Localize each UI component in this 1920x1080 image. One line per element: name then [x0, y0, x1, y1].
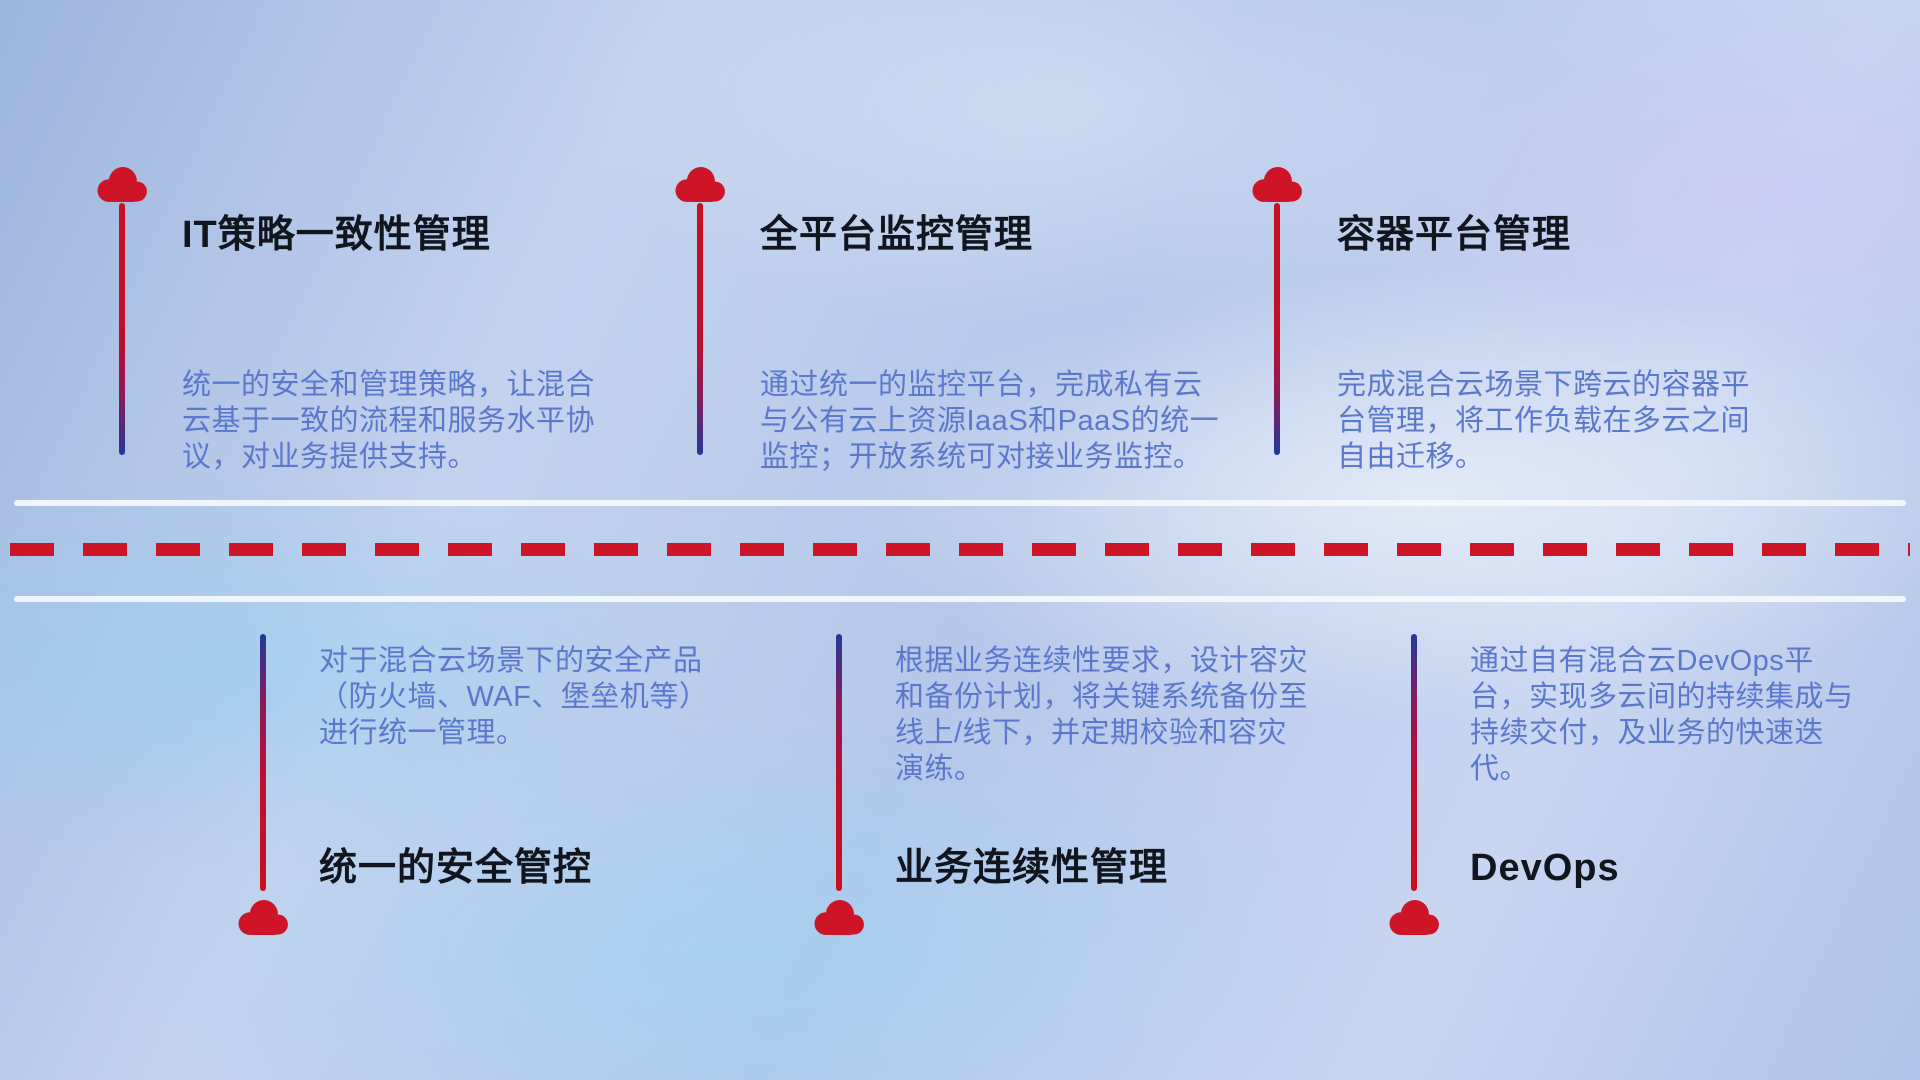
feature-title: IT策略一致性管理 — [182, 214, 491, 256]
feature-title: 容器平台管理 — [1337, 214, 1572, 256]
connector-line — [697, 203, 703, 455]
feature-item-container-platform: 容器平台管理 完成混合云场景下跨云的容器平台管理，将工作负载在多云之间自由迁移。 — [1249, 165, 1809, 473]
cloud-icon — [97, 167, 147, 202]
feature-title: 业务连续性管理 — [895, 847, 1169, 889]
cloud-icon — [1252, 167, 1302, 202]
cloud-icon — [1389, 900, 1439, 935]
feature-title: 全平台监控管理 — [760, 214, 1034, 256]
feature-description: 通过自有混合云DevOps平台，实现多云间的持续集成与持续交付，及业务的快速迭代… — [1470, 645, 1854, 785]
feature-title: DevOps — [1470, 847, 1620, 889]
feature-description: 通过统一的监控平台，完成私有云与公有云上资源IaaS和PaaS的统一监控；开放系… — [760, 368, 1220, 473]
connector-line — [1274, 203, 1280, 455]
feature-item-it-policy: IT策略一致性管理 统一的安全和管理策略，让混合云基于一致的流程和服务水平协议，… — [94, 165, 654, 473]
connector-column — [811, 634, 867, 937]
timeline-solid-line-bottom — [14, 596, 1906, 602]
cloud-icon — [814, 900, 864, 935]
feature-item-business-continuity: 根据业务连续性要求，设计容灾和备份计划，将关键系统备份至线上/线下，并定期校验和… — [811, 634, 1351, 944]
connector-column — [94, 165, 150, 455]
connector-column — [672, 165, 728, 455]
feature-description: 完成混合云场景下跨云的容器平台管理，将工作负载在多云之间自由迁移。 — [1337, 368, 1751, 473]
timeline-solid-line-top — [14, 500, 1906, 506]
connector-line — [836, 634, 842, 891]
feature-item-security-control: 对于混合云场景下的安全产品（防火墙、WAF、堡垒机等）进行统一管理。 统一的安全… — [235, 634, 775, 944]
cloud-icon — [675, 167, 725, 202]
connector-line — [260, 634, 266, 891]
feature-description: 对于混合云场景下的安全产品（防火墙、WAF、堡垒机等）进行统一管理。 — [319, 645, 709, 749]
connector-column — [235, 634, 291, 937]
feature-title: 统一的安全管控 — [319, 847, 593, 889]
timeline-dashed-line — [10, 543, 1910, 556]
feature-item-monitoring: 全平台监控管理 通过统一的监控平台，完成私有云与公有云上资源IaaS和PaaS的… — [672, 165, 1252, 473]
cloud-icon — [238, 900, 288, 935]
connector-column — [1386, 634, 1442, 937]
connector-line — [1411, 634, 1417, 891]
feature-description: 根据业务连续性要求，设计容灾和备份计划，将关键系统备份至线上/线下，并定期校验和… — [895, 645, 1309, 785]
feature-description: 统一的安全和管理策略，让混合云基于一致的流程和服务水平协议，对业务提供支持。 — [182, 368, 596, 473]
feature-item-devops: 通过自有混合云DevOps平台，实现多云间的持续集成与持续交付，及业务的快速迭代… — [1386, 634, 1916, 944]
connector-column — [1249, 165, 1305, 455]
connector-line — [119, 203, 125, 455]
